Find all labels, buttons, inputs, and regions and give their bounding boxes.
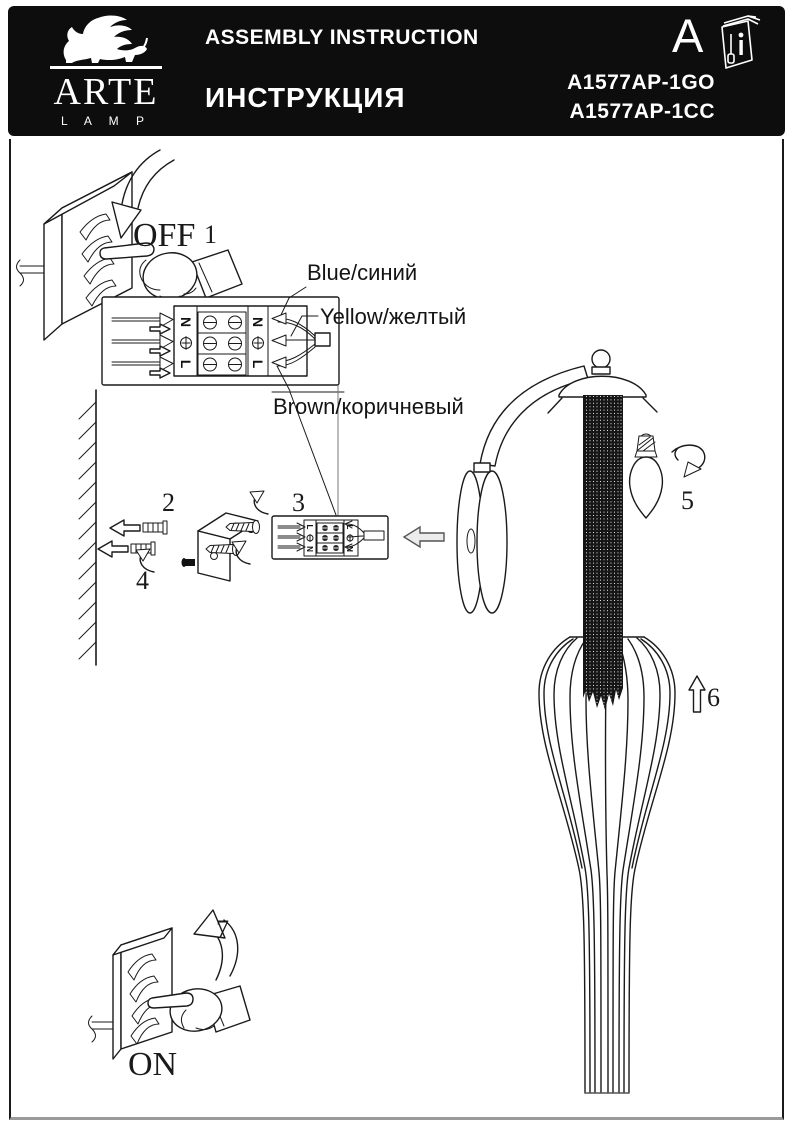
on-label: ON bbox=[128, 1046, 178, 1083]
switch-on-drawing bbox=[88, 909, 251, 1060]
power-wire bbox=[16, 259, 45, 287]
push-arrow-icon bbox=[109, 519, 141, 537]
power-wire-2 bbox=[88, 1015, 114, 1043]
mounting-step-drawing bbox=[97, 490, 269, 582]
wall-canopy bbox=[456, 462, 508, 614]
switch-rockers-2 bbox=[127, 953, 161, 1045]
terminal3-letter-top: L bbox=[305, 525, 314, 530]
title-russian: ИНСТРУКЦИЯ bbox=[205, 82, 406, 113]
wall-switch-plate-2 bbox=[112, 927, 173, 1060]
model-numbers: A1577AP-1GO A1577AP-1CC bbox=[533, 68, 715, 126]
terminal3-letter-bottom: N bbox=[305, 546, 314, 552]
earth-icon-small bbox=[306, 534, 314, 542]
rotation-arrow-icon bbox=[249, 490, 269, 515]
earth-icon-2 bbox=[252, 336, 264, 350]
info-dot bbox=[738, 32, 744, 38]
wall-lamp-drawing bbox=[456, 349, 706, 1094]
info-stem bbox=[739, 40, 743, 55]
terminal-block-main: N L N L bbox=[101, 296, 340, 386]
incoming-wires-small bbox=[277, 522, 306, 552]
brand-sub: L A M P bbox=[61, 114, 151, 128]
off-label: OFF bbox=[133, 217, 196, 254]
blue-wire-label: Blue/синий bbox=[307, 260, 418, 285]
rotation-arrow-icon-2 bbox=[231, 540, 251, 565]
terminal-block-step3: L N L N bbox=[271, 515, 389, 560]
switch-on-arrow-icon bbox=[193, 909, 239, 981]
lamp-ball-finial bbox=[591, 349, 611, 375]
switch-rockers bbox=[79, 213, 117, 307]
step-5: 5 bbox=[681, 486, 694, 515]
lamp-cable-connector bbox=[271, 312, 331, 369]
manual-book-icon bbox=[721, 15, 761, 69]
glass-shade bbox=[538, 636, 676, 1094]
step-3: 3 bbox=[292, 488, 305, 517]
rotation-arrow-icon-3 bbox=[135, 548, 155, 573]
terminal-letter-n: N bbox=[178, 317, 194, 327]
leader-lines bbox=[271, 286, 345, 516]
earth-icon-small-2 bbox=[346, 534, 354, 542]
hand-icon-2 bbox=[147, 985, 251, 1033]
step-2: 2 bbox=[162, 488, 175, 517]
lamp-arm bbox=[479, 365, 589, 467]
terminal-letter-l2: L bbox=[250, 360, 266, 369]
brown-wire-label: Brown/коричневый bbox=[273, 394, 464, 419]
push-arrow-icon-2 bbox=[97, 540, 129, 558]
wire-blue bbox=[271, 312, 287, 325]
yellow-leader bbox=[290, 315, 319, 337]
switch-off-drawing bbox=[16, 149, 243, 341]
page-border bbox=[9, 139, 784, 1120]
hand-icon bbox=[99, 242, 243, 300]
step-7: 7 bbox=[216, 915, 229, 944]
switch-off-arrow-icon bbox=[111, 149, 175, 239]
light-bulb bbox=[628, 433, 664, 519]
up-arrow-icon bbox=[688, 675, 706, 713]
wall-anchor bbox=[142, 520, 168, 535]
title-english: ASSEMBLY INSTRUCTION bbox=[205, 26, 479, 49]
yellow-wire-label: Yellow/желтый bbox=[320, 304, 467, 329]
wire-brown bbox=[271, 356, 287, 369]
earth-icon bbox=[180, 336, 192, 350]
model-number-2: A1577AP-1CC bbox=[569, 100, 715, 123]
terminal-letter-l: L bbox=[178, 360, 194, 369]
terminal-screws bbox=[203, 315, 242, 372]
logo-divider bbox=[50, 66, 162, 69]
insert-arrow-icon bbox=[402, 525, 445, 549]
winged-lion-icon bbox=[63, 15, 148, 63]
model-number-1: A1577AP-1GO bbox=[567, 71, 715, 94]
header-bar: ARTE L A M P ASSEMBLY INSTRUCTION ИНСТРУ… bbox=[8, 6, 785, 136]
step-4: 4 bbox=[136, 566, 149, 595]
wire-yellow bbox=[271, 334, 287, 347]
terminal-letter-n2: N bbox=[250, 317, 266, 327]
screw bbox=[225, 520, 260, 534]
connector-small bbox=[344, 520, 385, 552]
step-1: 1 bbox=[204, 220, 217, 249]
brand-name: ARTE bbox=[54, 71, 159, 113]
blue-leader bbox=[280, 286, 307, 316]
wall-hatching bbox=[78, 389, 97, 666]
lamp-cone bbox=[547, 375, 658, 414]
corner-letter: A bbox=[672, 9, 704, 62]
step-6: 6 bbox=[707, 683, 720, 712]
bulb-rotation-arrow-icon bbox=[671, 444, 706, 478]
chain-strands bbox=[583, 395, 623, 710]
incoming-wires bbox=[111, 312, 174, 379]
brown-leader bbox=[276, 365, 291, 392]
brand-logo: ARTE L A M P bbox=[50, 15, 162, 128]
